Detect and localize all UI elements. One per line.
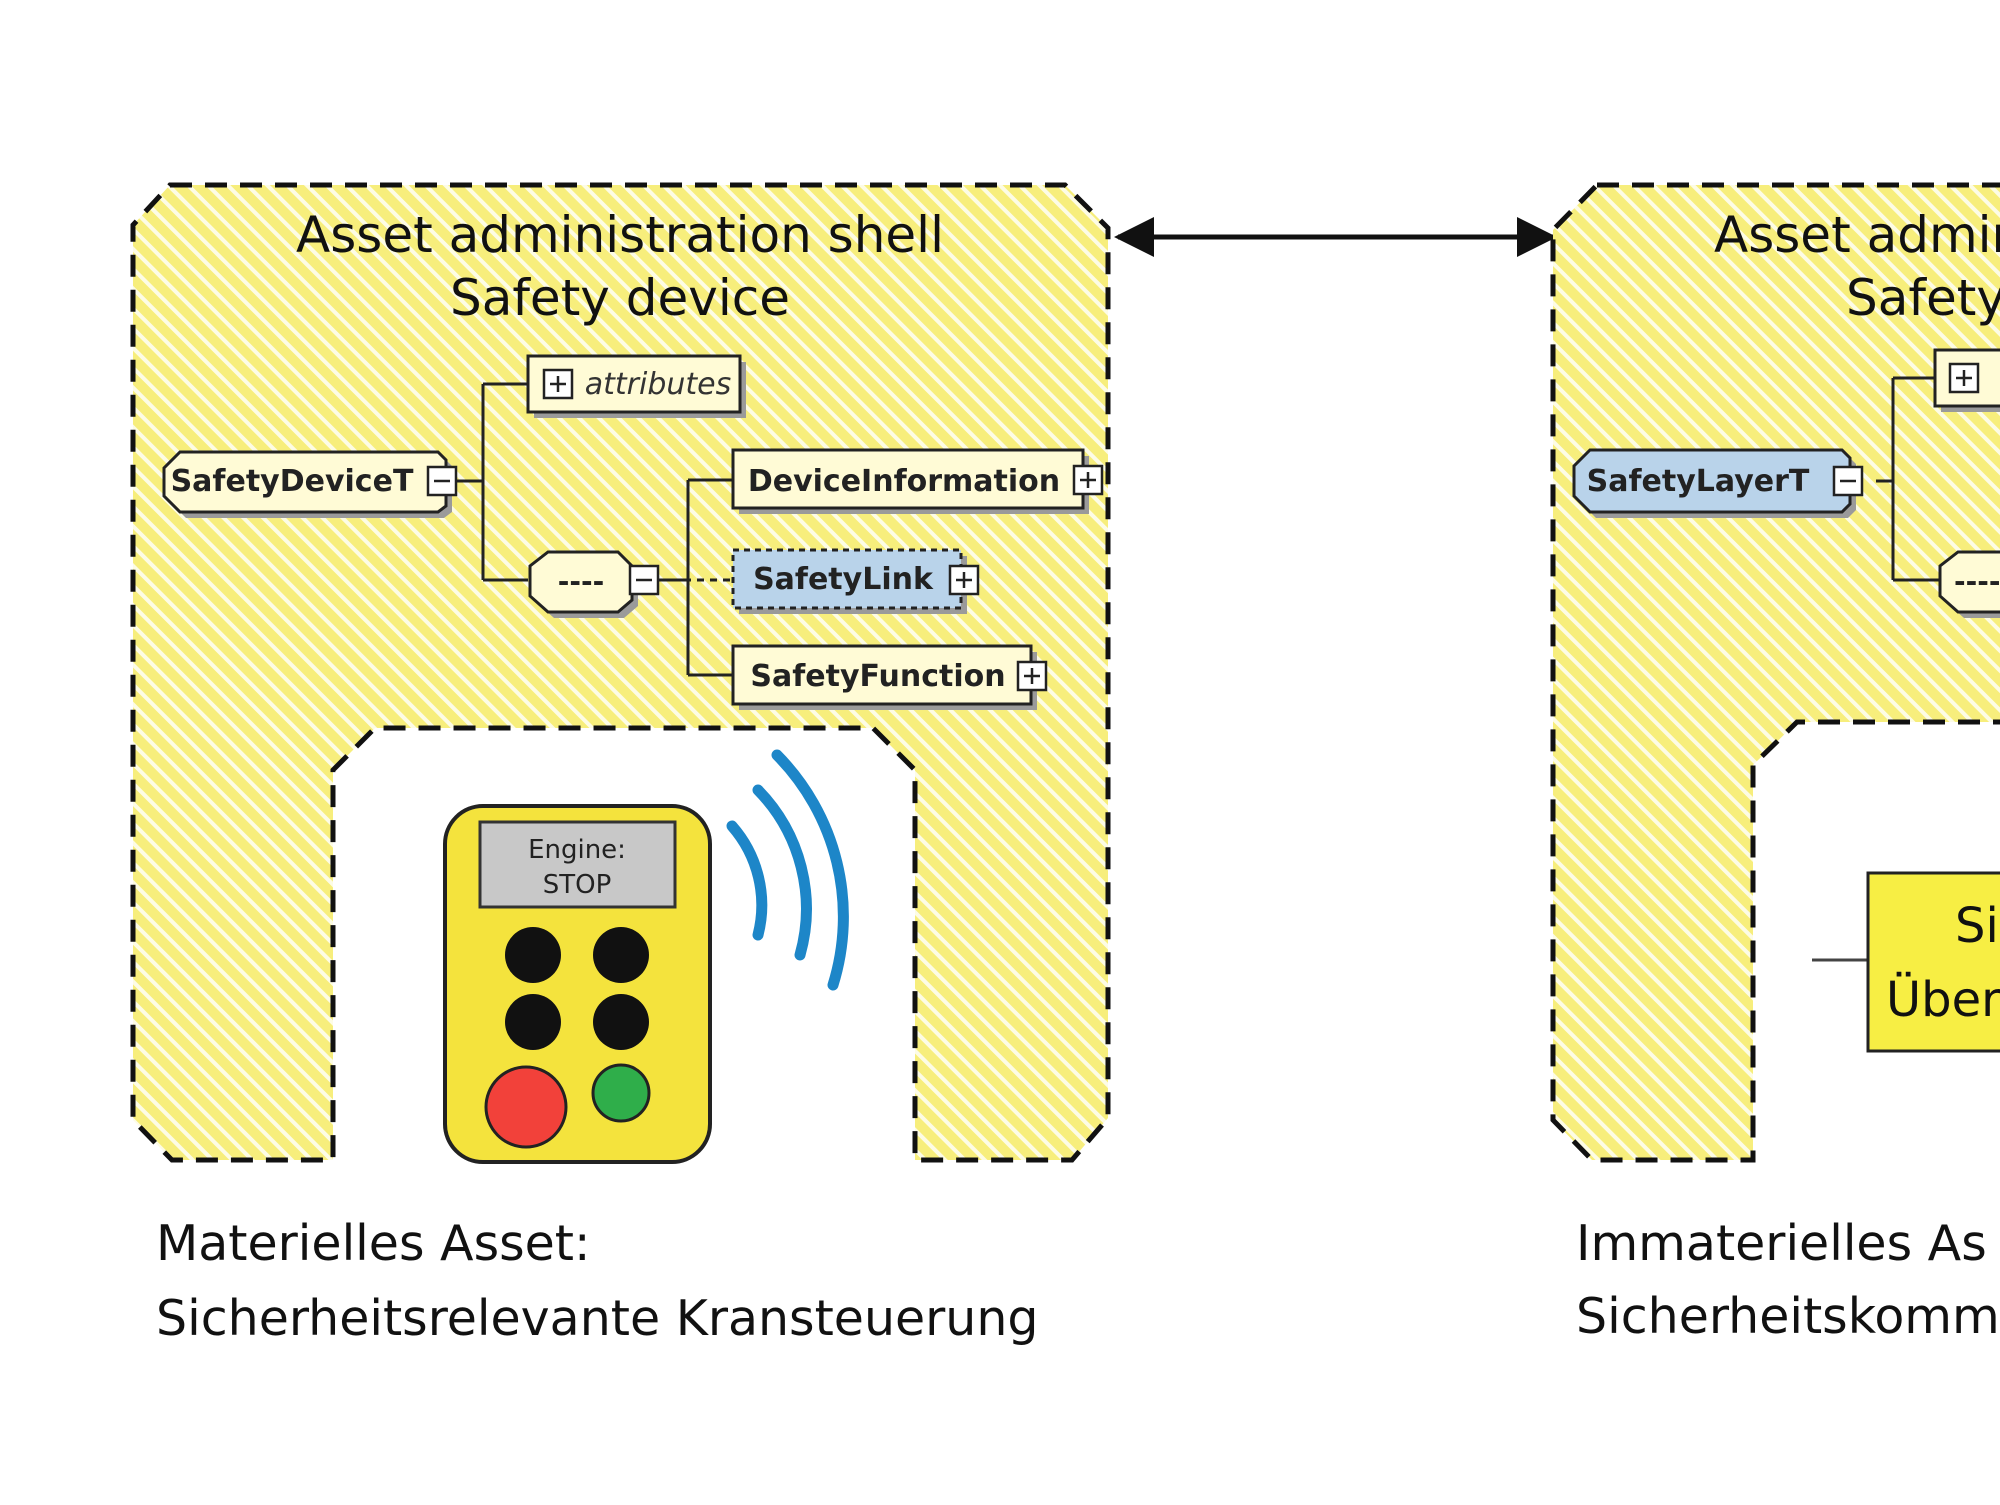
right-asset-shell: Asset admin Safety SafetyLayerT — [1550, 182, 2000, 1345]
schema-node-safetydevicet[interactable]: SafetyDeviceT — [162, 450, 452, 518]
wireless-signal-icon — [726, 749, 849, 991]
right-sequence-label: ----- — [1954, 565, 2000, 598]
schema-node-safetyfunction[interactable]: SafetyFunction — [731, 644, 1048, 710]
right-schema-root-label: SafetyLayerT — [1587, 464, 1810, 499]
collapse-icon[interactable] — [628, 564, 660, 596]
schema-node-safetylayert[interactable]: SafetyLayerT — [1572, 448, 1856, 518]
left-shell-outline — [130, 182, 1111, 1163]
start-button — [591, 1063, 651, 1123]
expand-icon[interactable] — [1948, 362, 1980, 394]
attributes-label: attributes — [585, 367, 731, 402]
schema-sequence-node[interactable]: ---- — [528, 550, 638, 618]
child-label-safetylink: SafetyLink — [753, 562, 934, 597]
right-caption-line2: Sicherheitskommu — [1576, 1288, 2000, 1345]
remote-display-line1: Engine: — [528, 835, 626, 865]
right-shell-outline — [1550, 182, 2000, 1163]
right-schema-lines — [1876, 376, 1940, 582]
left-shell-title-line1: Asset administration shell — [296, 206, 944, 264]
schema-node-deviceinformation[interactable]: DeviceInformation — [731, 448, 1104, 514]
left-shell-title-line2: Safety device — [450, 269, 790, 327]
schema-node-safetylink[interactable]: SafetyLink — [731, 548, 980, 614]
remote-button — [505, 994, 561, 1050]
stop-button — [484, 1065, 568, 1149]
remote-button — [593, 994, 649, 1050]
left-asset-shell: Asset administration shell Safety device… — [130, 182, 1111, 1347]
schema-node-attributes[interactable]: attributes — [526, 354, 746, 418]
child-label-safetyfunction: SafetyFunction — [750, 659, 1005, 694]
left-schema-lines — [455, 382, 733, 677]
collapse-icon[interactable] — [426, 465, 458, 497]
child-label-deviceinformation: DeviceInformation — [748, 464, 1060, 499]
collapse-icon[interactable] — [1832, 465, 1864, 497]
left-caption-line1: Materielles Asset: — [156, 1215, 591, 1272]
expand-icon[interactable] — [1072, 464, 1104, 496]
safety-communication-box: Sic Über — [1866, 871, 2000, 1053]
right-shell-title-line1: Asset admin — [1714, 206, 2000, 264]
box-line1: Sic — [1955, 898, 2000, 954]
left-caption-line2: Sicherheitsrelevante Kransteuerung — [156, 1290, 1039, 1347]
remote-display-line2: STOP — [543, 870, 612, 900]
remote-button — [505, 927, 561, 983]
remote-button — [593, 927, 649, 983]
box-line2: Über — [1886, 972, 2000, 1028]
remote-display — [478, 820, 677, 909]
schema-sequence-node[interactable]: ----- — [1938, 550, 2000, 618]
schema-root-label: SafetyDeviceT — [171, 464, 414, 499]
right-shell-title-line2: Safety — [1846, 269, 2000, 327]
schema-node-attributes[interactable] — [1933, 348, 2000, 412]
crane-remote-control: Engine: STOP — [443, 804, 712, 1164]
sequence-label: ---- — [558, 565, 604, 598]
right-caption-line1: Immaterielles As — [1576, 1215, 1987, 1272]
